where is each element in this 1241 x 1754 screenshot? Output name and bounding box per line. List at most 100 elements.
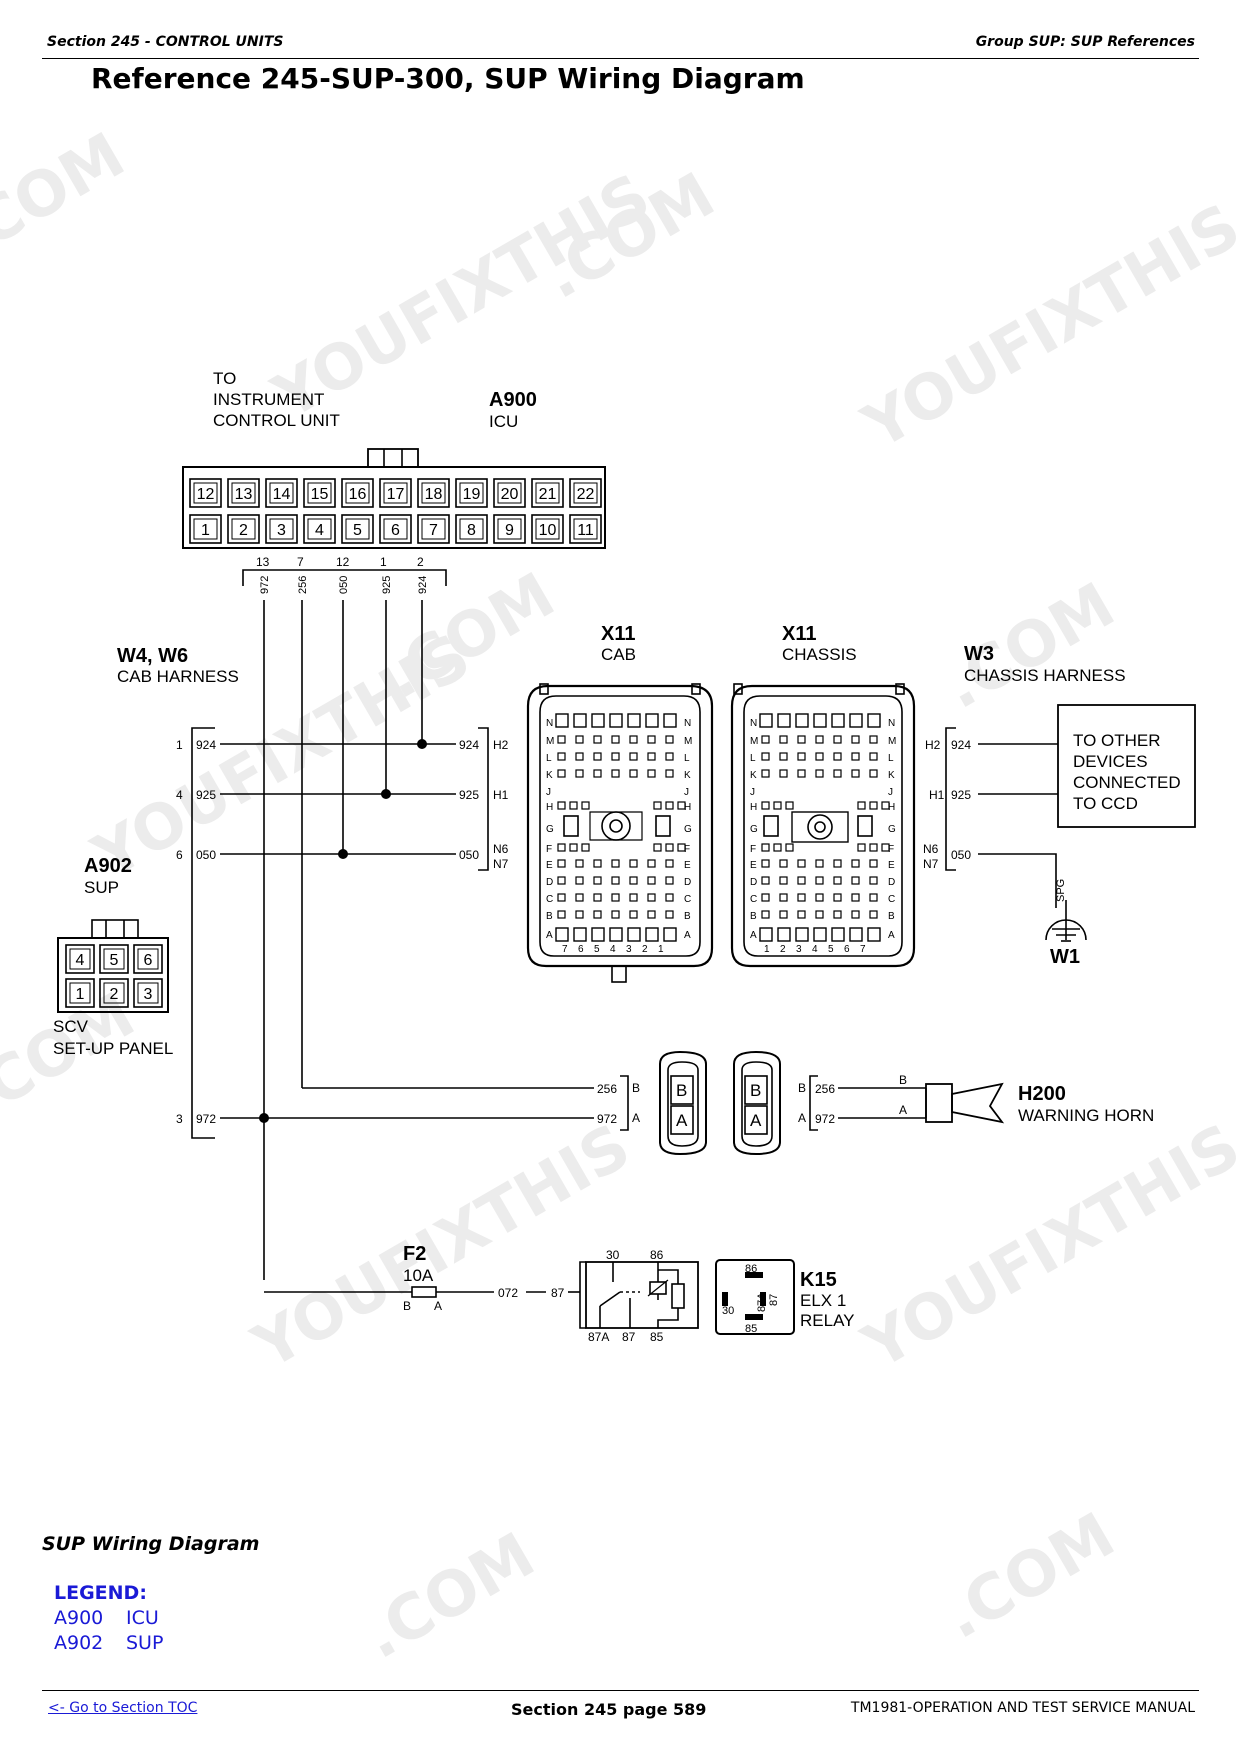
horn-conn-pin-a: A [750,1111,762,1130]
svg-text:.COM: .COM [0,118,136,273]
splice-050 [338,849,348,859]
x11-row-letter: M [546,736,554,747]
f2-rating: 10A [403,1266,434,1285]
splice-924 [417,739,427,749]
chassis-term: H1 [929,788,945,802]
ground-wire: SPG [1055,879,1067,902]
x11-col-number: 3 [626,944,632,955]
f2-pin-a: A [434,1299,442,1313]
a900-pin-label: 16 [349,486,367,503]
x11-row-letter: K [750,770,757,781]
relay-schematic [579,1261,699,1329]
x11-row-letter: L [750,753,756,764]
a900-wire-id: 256 [297,576,309,594]
a900-pin-label: 14 [273,486,291,503]
x11-col-number: 3 [796,944,802,955]
a902-pin-label: 2 [110,986,119,1003]
x11-col-number: 6 [578,944,584,955]
x11-row-letter: K [888,770,895,781]
a900-pin-label: 6 [391,522,400,539]
ccd-line1: TO OTHER [1073,731,1161,750]
f2-id: F2 [403,1243,426,1265]
x11-row-letter: B [684,911,691,922]
k15-id: K15 [800,1269,837,1291]
figure-caption: SUP Wiring Diagram [42,1533,260,1555]
a900-pin-label: 11 [577,522,594,539]
cab-right-wire: 925 [459,788,479,802]
svg-text:YOUFIXTHIS: YOUFIXTHIS [240,1109,642,1383]
a902-desc2: SET-UP PANEL [53,1039,173,1058]
x11-col-number: 2 [780,944,786,955]
x11-col-number: 4 [610,944,616,955]
ccd-box [1057,704,1196,828]
svg-text:.COM: .COM [931,1498,1126,1653]
section-toc-link[interactable]: <- Go to Section TOC [48,1700,198,1716]
x11-row-letter: L [888,753,894,764]
x11-row-letter: D [684,877,691,888]
x11-row-letter: M [684,736,692,747]
svg-text:YOUFIXTHIS: YOUFIXTHIS [850,189,1241,463]
k15-pin-85: 85 [745,1323,757,1335]
page-title: Reference 245-SUP-300, SUP Wiring Diagra… [91,62,805,95]
h200-name: WARNING HORN [1018,1106,1154,1125]
a902-desc1: SCV [53,1017,89,1036]
section-header: Section 245 - CONTROL UNITS [47,34,284,50]
a900-pin-label: 4 [315,522,324,539]
x11-row-letter: M [750,736,758,747]
ccd-line2: DEVICES [1073,752,1148,771]
x11-row-letter: F [546,844,552,855]
x11-col-number: 1 [658,944,664,955]
cab-term: H1 [493,788,509,802]
cab-wire: 924 [196,738,216,752]
a902-row-wire: 972 [196,1112,216,1126]
a902-id: A902 [84,855,132,877]
a900-wire-id: 050 [338,576,350,594]
splice-925 [381,789,391,799]
a900-pin-label: 1 [201,522,210,539]
header-rule [42,58,1199,59]
x11-row-letter: F [750,844,756,855]
x11-row-letter: E [888,860,895,871]
cab-right-bracket [478,727,489,871]
legend-label: SUP [126,1632,164,1654]
x11-row-letter: A [684,930,691,941]
relay-pin-30: 30 [606,1248,620,1262]
x11-row-letter: A [888,930,895,941]
x11-row-letter: G [684,824,692,835]
group-header: Group SUP: SUP References [975,34,1195,50]
chassis-wire: 925 [951,788,971,802]
a900-pin-label: 17 [387,486,405,503]
x11-row-letter: J [750,787,755,798]
a900-wire-pin: 1 [380,555,387,569]
a900-to-line2: INSTRUMENT [213,390,324,409]
cab-term: N6 [493,842,509,856]
x11-row-letter: G [546,824,554,835]
cab-wire: 925 [196,788,216,802]
k15-pin-30: 30 [722,1305,734,1317]
a900-pin-label: 10 [539,522,557,539]
a900-wire-pin: 7 [297,555,304,569]
x11-row-letter: B [750,911,757,922]
x11-row-letter: F [888,844,894,855]
k15-line2: RELAY [800,1311,855,1330]
x11-row-letter: J [546,787,551,798]
svg-text:.COM: .COM [931,568,1126,723]
x11-row-letter: B [888,911,895,922]
relay-pin-86: 86 [650,1248,664,1262]
svg-text:.COM: .COM [351,1518,546,1673]
w3-id: W3 [964,643,994,665]
x11-row-letter: K [546,770,553,781]
x11-row-letter: D [546,877,553,888]
x11-row-letter: N [750,718,757,729]
cab-pin: 1 [176,738,183,752]
a900-to-line1: TO [213,369,236,388]
a900-pin-label: 22 [577,486,595,503]
horn-right-pin-b: B [798,1081,806,1095]
svg-text:YOUFIXTHIS: YOUFIXTHIS [850,1109,1241,1383]
x11-row-letter: H [546,802,553,813]
chassis-wire: 924 [951,738,971,752]
x11-row-letter: H [888,802,895,813]
k15-pin-87a: 87A [756,1292,768,1312]
